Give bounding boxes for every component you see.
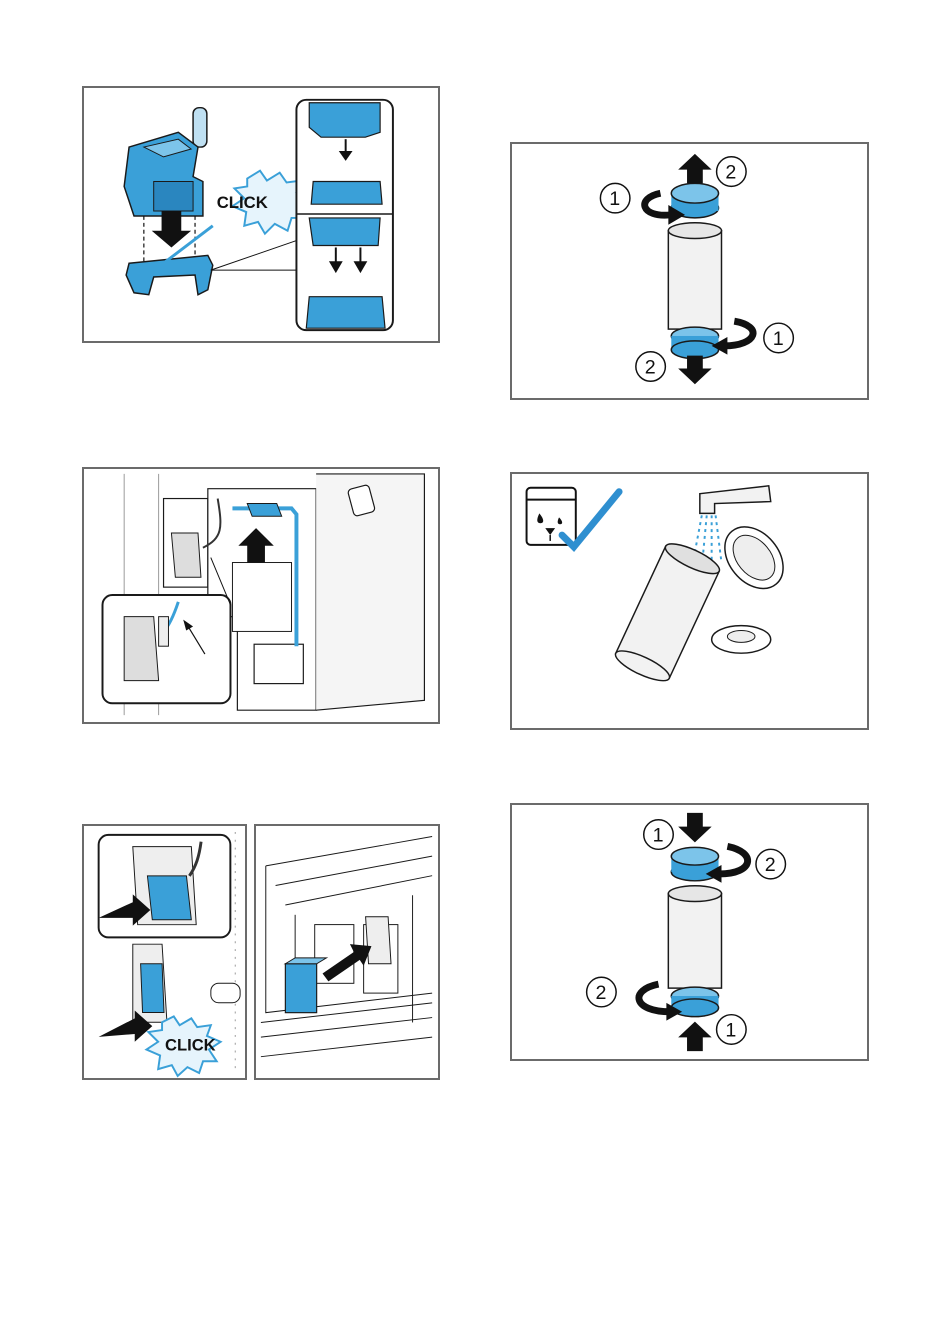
step-badge-2-bottom-attach: 2 xyxy=(595,982,606,1004)
valve-click-illustration: CLICK xyxy=(84,88,438,341)
rinse-cylinder-illustration xyxy=(512,474,867,728)
dishwasher-icon xyxy=(527,488,576,545)
attach-caps-illustration: 1 2 2 1 xyxy=(512,805,867,1059)
step-badge-2-top: 2 xyxy=(725,161,736,183)
insert-box-illustration xyxy=(256,826,438,1078)
step-badge-2-top-attach: 2 xyxy=(765,854,776,876)
figure-attach-caps: 1 2 2 1 xyxy=(510,803,869,1061)
unscrew-caps-illustration: 1 2 1 2 xyxy=(512,144,867,398)
figure-valve-click: CLICK xyxy=(82,86,440,343)
hose-routing-illustration xyxy=(84,469,438,722)
step-badge-2-bottom: 2 xyxy=(645,356,656,378)
step-badge-1-bottom-attach: 1 xyxy=(725,1019,736,1041)
click-label-1: CLICK xyxy=(217,193,268,212)
figure-hose-routing xyxy=(82,467,440,724)
step-badge-1-top: 1 xyxy=(609,188,620,210)
step-badge-1-bottom: 1 xyxy=(773,328,784,350)
figure-rinse-cylinder xyxy=(510,472,869,730)
figure-insert-box xyxy=(254,824,440,1080)
click-label-2: CLICK xyxy=(165,1036,216,1055)
figure-valve-mount: CLICK xyxy=(82,824,247,1080)
step-badge-1-top-attach: 1 xyxy=(653,824,664,846)
valve-mount-illustration: CLICK xyxy=(84,826,245,1078)
figure-unscrew-caps: 1 2 1 2 xyxy=(510,142,869,400)
